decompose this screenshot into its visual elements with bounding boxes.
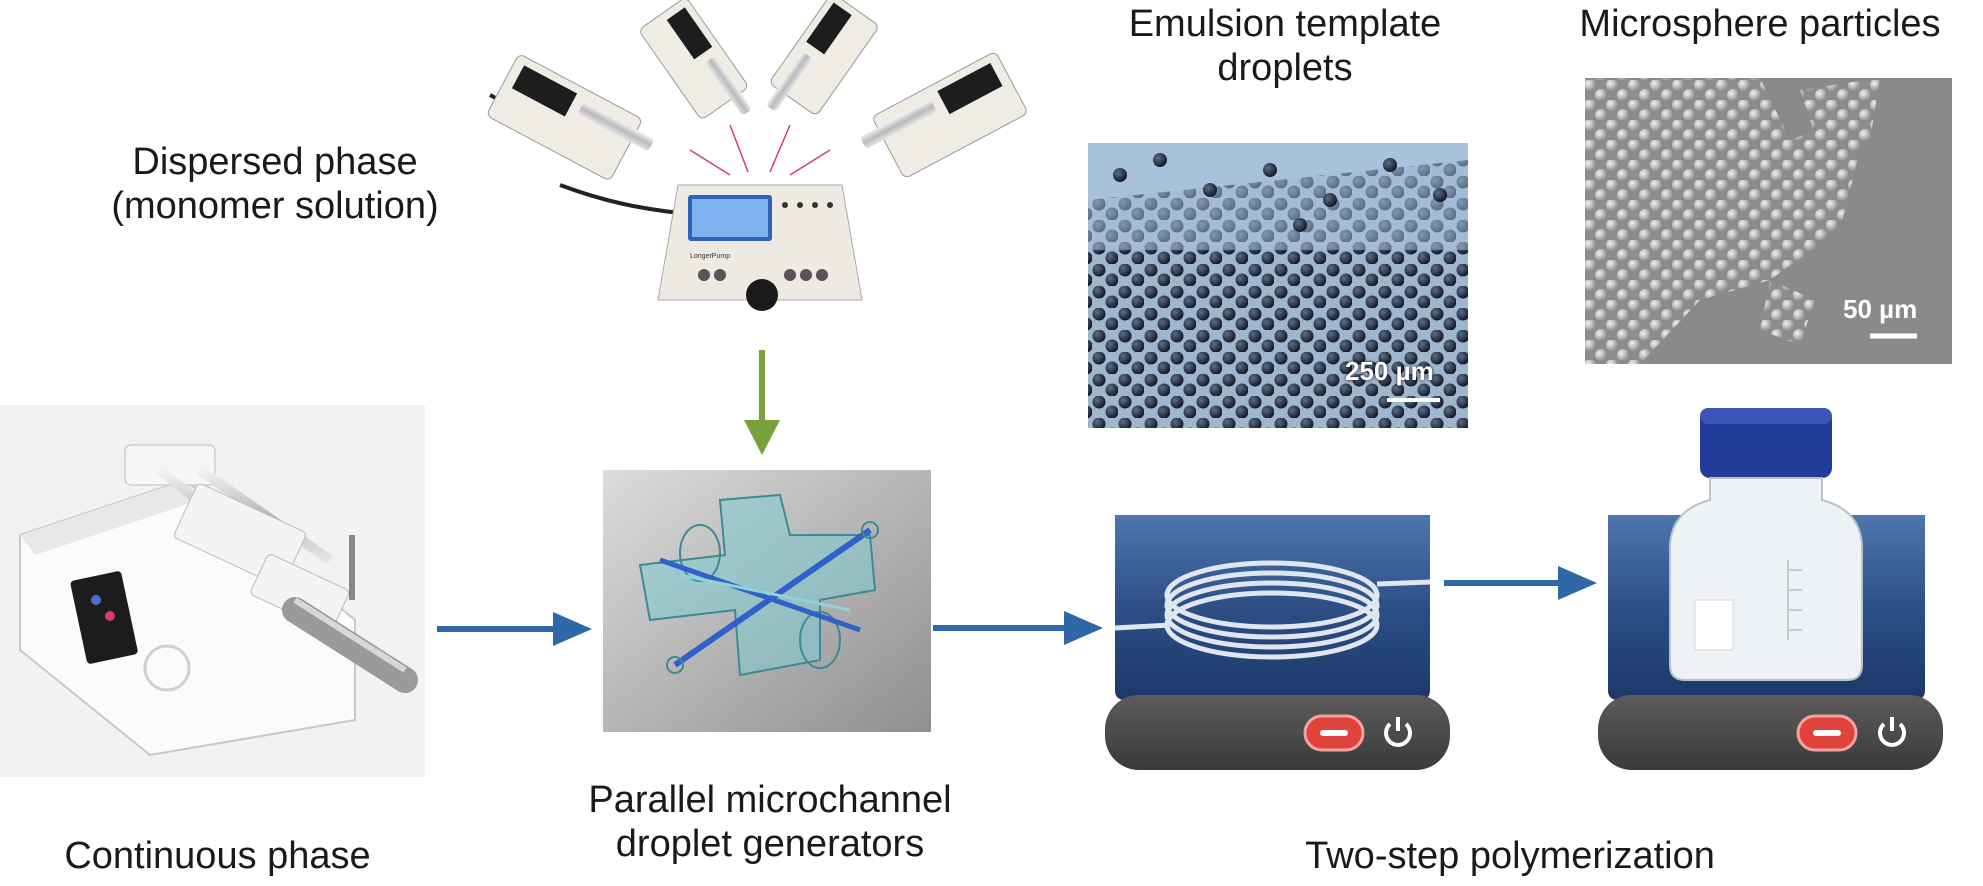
- controller-brand-text: LongerPump: [690, 253, 730, 260]
- continuous-phase-label: Continuous phase: [64, 835, 371, 877]
- arrow-chip-to-bath: [933, 611, 1103, 645]
- dispersed-phase-label-line1: Dispersed phase: [132, 141, 418, 183]
- microchannel-chip: [603, 470, 931, 732]
- microsphere-sem-image: [1585, 78, 1952, 364]
- arrow-pump-to-chip: [437, 612, 592, 646]
- emulsion-droplets-image: [1088, 143, 1468, 428]
- heating-bath-coil: [1105, 515, 1450, 770]
- emulsion-droplets-label-line1: Emulsion template: [1128, 3, 1442, 45]
- arrow-bath-to-bottle: [1444, 566, 1597, 600]
- two-step-polymerization-label: Two-step polymerization: [1305, 835, 1715, 877]
- dispersed-phase-label-line2: (monomer solution): [111, 185, 439, 227]
- emulsion-scale-bar-label: 250 µm: [1345, 356, 1434, 386]
- emulsion-droplets-label: Emulsion template droplets: [1085, 2, 1485, 90]
- microsphere-scale-bar-label: 50 µm: [1843, 294, 1917, 324]
- parallel-generators-label: Parallel microchannel droplet generators: [540, 778, 1000, 866]
- single-syringe-pump: [0, 405, 425, 777]
- parallel-generators-label-line2: droplet generators: [615, 823, 925, 865]
- parallel-generators-label-line1: Parallel microchannel: [588, 779, 952, 821]
- emulsion-droplets-label-line2: droplets: [1217, 47, 1353, 89]
- green-down-arrow: [744, 350, 780, 455]
- dispersed-phase-label: Dispersed phase (monomer solution): [60, 140, 490, 228]
- multichannel-syringe-pump: LongerPump: [487, 0, 1027, 311]
- heating-bath-bottle: [1598, 408, 1943, 770]
- microsphere-particles-label: Microsphere particles: [1579, 3, 1941, 45]
